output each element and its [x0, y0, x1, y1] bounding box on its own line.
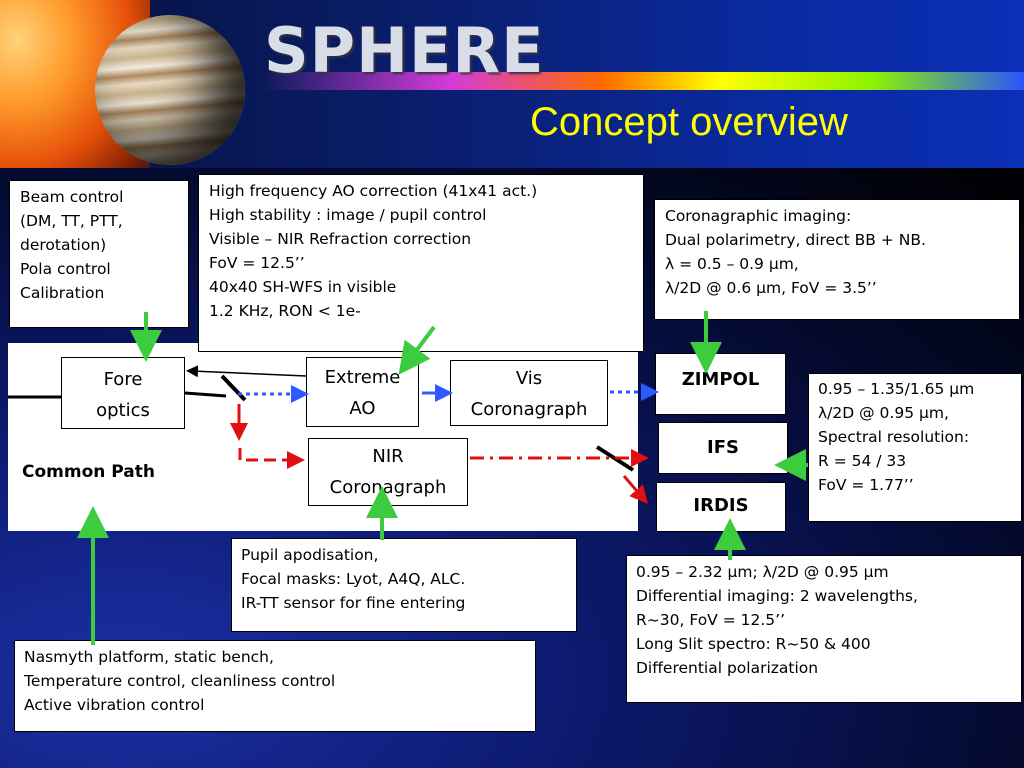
- ao-line: FoV = 12.5’’: [209, 254, 305, 272]
- fore-optics-to-mirror: [184, 391, 227, 398]
- vis-coronagraph-line: Vis: [515, 368, 543, 389]
- nir-beam-irdis: [622, 475, 648, 504]
- irdis-desc-line: 0.95 – 2.32 μm; λ/2D @ 0.95 μm: [636, 563, 889, 581]
- zimpol-description-box: Coronagraphic imaging: Dual polarimetry,…: [654, 199, 1020, 320]
- ao-line: High stability : image / pupil control: [209, 206, 487, 224]
- irdis-desc-line: Differential polarization: [636, 659, 819, 677]
- beam-control-line: Beam control: [20, 188, 124, 206]
- ifs-desc-line: Spectral resolution:: [818, 428, 970, 446]
- beam-control-line: derotation): [20, 236, 107, 254]
- ao-line: High frequency AO correction (41x41 act.…: [209, 182, 538, 200]
- nir-beam-1: [238, 448, 305, 469]
- ao-line: 1.2 KHz, RON < 1e-: [209, 302, 361, 320]
- zimpol-desc-line: Dual polarimetry, direct BB + NB.: [665, 231, 926, 249]
- ifs-box: IFS: [658, 422, 788, 474]
- ifs-desc-line: 0.95 – 1.35/1.65 μm: [818, 380, 975, 398]
- irdis-description-box: 0.95 – 2.32 μm; λ/2D @ 0.95 μm Different…: [626, 555, 1022, 703]
- nasmyth-box: Nasmyth platform, static bench, Temperat…: [14, 640, 536, 732]
- beam-control-box: Beam control (DM, TT, PTT, derotation) P…: [9, 180, 189, 328]
- ao-feedback-line: [186, 365, 307, 378]
- extreme-ao-line: AO: [349, 398, 376, 419]
- rainbow-stripe: [260, 72, 1024, 90]
- jupiter-image: [95, 15, 245, 165]
- ifs-description-box: 0.95 – 1.35/1.65 μm λ/2D @ 0.95 μm, Spec…: [808, 373, 1022, 522]
- arrow-ao: [398, 325, 436, 375]
- header-banner: SPHERE Concept overview: [0, 0, 1024, 168]
- ifs-desc-line: R = 54 / 33: [818, 452, 907, 470]
- common-path-label: Common Path: [22, 462, 155, 482]
- pupil-line: Focal masks: Lyot, A4Q, ALC.: [241, 570, 466, 588]
- vis-coronagraph-box: Vis Coronagraph: [450, 360, 608, 426]
- nasmyth-line: Nasmyth platform, static bench,: [24, 648, 274, 666]
- ao-description-box: High frequency AO correction (41x41 act.…: [198, 174, 644, 352]
- nir-coronagraph-line: NIR: [372, 446, 404, 467]
- vis-coronagraph-line: Coronagraph: [470, 399, 588, 420]
- fore-optics-line: Fore: [103, 369, 143, 390]
- ao-line: Visible – NIR Refraction correction: [209, 230, 472, 248]
- extreme-ao-line: Extreme: [324, 367, 401, 388]
- nir-coronagraph-box: NIR Coronagraph: [308, 438, 468, 506]
- zimpol-desc-line: λ/2D @ 0.6 μm, FoV = 3.5’’: [665, 279, 877, 297]
- fore-optics-box: Fore optics: [61, 357, 185, 429]
- ifs-desc-line: FoV = 1.77’’: [818, 476, 914, 494]
- pupil-apodisation-box: Pupil apodisation, Focal masks: Lyot, A4…: [231, 538, 577, 632]
- sphere-logo: SPHERE: [264, 14, 545, 87]
- zimpol-box: ZIMPOL: [655, 353, 786, 415]
- fore-optics-line: optics: [96, 400, 150, 421]
- dichroic-mirror-1: [220, 374, 247, 402]
- nasmyth-line: Temperature control, cleanliness control: [24, 672, 336, 690]
- ao-line: 40x40 SH-WFS in visible: [209, 278, 397, 296]
- zimpol-desc-line: λ = 0.5 – 0.9 μm,: [665, 255, 799, 273]
- beam-control-line: Pola control: [20, 260, 111, 278]
- ifs-desc-line: λ/2D @ 0.95 μm,: [818, 404, 949, 422]
- nasmyth-line: Active vibration control: [24, 696, 205, 714]
- zimpol-desc-line: Coronagraphic imaging:: [665, 207, 852, 225]
- pupil-line: IR-TT sensor for fine entering: [241, 594, 466, 612]
- beam-control-line: Calibration: [20, 284, 105, 302]
- irdis-desc-line: R~30, FoV = 12.5’’: [636, 611, 785, 629]
- irdis-desc-line: Long Slit spectro: R~50 & 400: [636, 635, 871, 653]
- irdis-desc-line: Differential imaging: 2 wavelengths,: [636, 587, 918, 605]
- pupil-line: Pupil apodisation,: [241, 546, 379, 564]
- beam-control-line: (DM, TT, PTT,: [20, 212, 123, 230]
- page-title: Concept overview: [530, 100, 848, 144]
